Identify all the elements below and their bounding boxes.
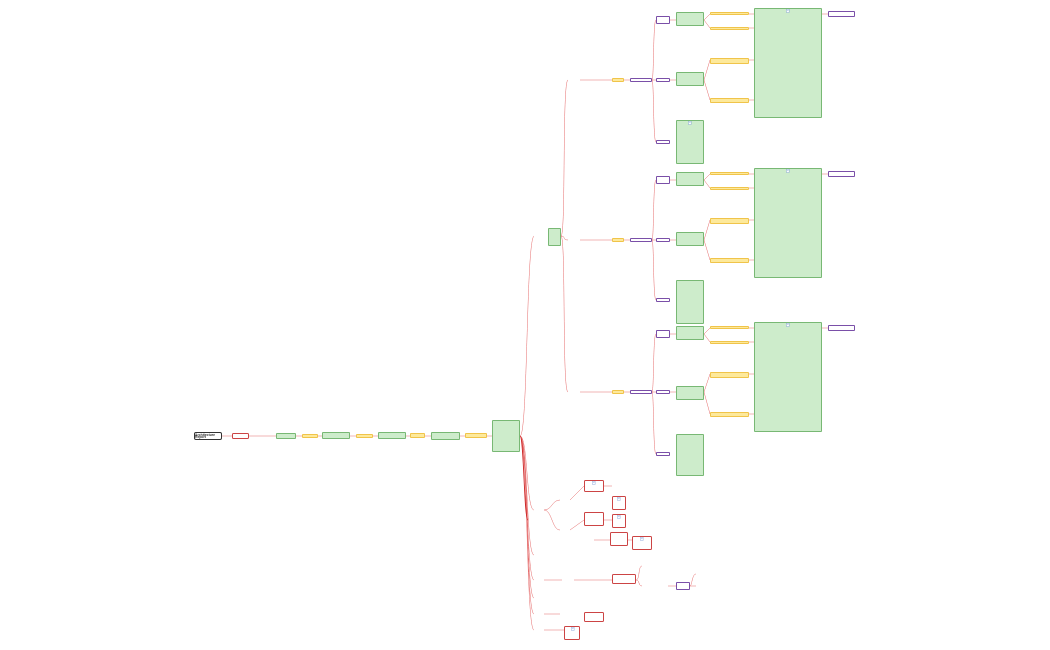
topic-node[interactable] <box>710 218 749 224</box>
topic-node[interactable] <box>828 171 855 177</box>
topic-node[interactable] <box>710 187 749 190</box>
topic-node[interactable] <box>710 58 749 64</box>
topic-node[interactable] <box>676 172 704 186</box>
topic-node[interactable] <box>612 496 626 510</box>
topic-node[interactable] <box>584 480 604 492</box>
topic-node[interactable] <box>710 372 749 378</box>
topic-node[interactable] <box>410 433 425 438</box>
topic-node[interactable] <box>676 280 704 324</box>
topic-node[interactable] <box>676 120 704 164</box>
topic-node[interactable] <box>276 433 296 439</box>
topic-node[interactable] <box>676 434 704 476</box>
topic-node[interactable] <box>612 514 626 528</box>
topic-node[interactable] <box>612 78 624 82</box>
topic-node[interactable] <box>828 325 855 331</box>
topic-node[interactable] <box>612 390 624 394</box>
topic-node[interactable] <box>656 140 670 144</box>
topic-node[interactable] <box>302 434 318 438</box>
document-icon <box>592 481 596 485</box>
root-topic[interactable]: Architecture Report <box>194 432 222 440</box>
topic-node[interactable] <box>656 176 670 184</box>
topic-node[interactable] <box>676 232 704 246</box>
topic-node[interactable] <box>322 432 350 439</box>
topic-node[interactable] <box>754 8 822 118</box>
topic-node[interactable] <box>584 512 604 526</box>
topic-node[interactable] <box>610 532 628 546</box>
topic-node[interactable] <box>656 390 670 394</box>
topic-node[interactable] <box>710 326 749 329</box>
topic-node[interactable] <box>754 322 822 432</box>
topic-node[interactable] <box>710 341 749 344</box>
topic-node[interactable] <box>676 582 690 590</box>
document-icon <box>786 323 790 327</box>
root-title: Architecture Report <box>195 432 215 439</box>
topic-node[interactable] <box>630 78 652 82</box>
topic-node[interactable] <box>676 326 704 340</box>
topic-node[interactable] <box>754 168 822 278</box>
topic-node[interactable] <box>656 452 670 456</box>
topic-node[interactable] <box>656 16 670 24</box>
topic-node[interactable] <box>630 238 652 242</box>
topic-node[interactable] <box>431 432 460 440</box>
topic-node[interactable] <box>656 78 670 82</box>
topic-node[interactable] <box>378 432 406 439</box>
topic-node[interactable] <box>676 12 704 26</box>
topic-node[interactable] <box>710 27 749 30</box>
topic-node[interactable] <box>630 390 652 394</box>
document-icon <box>571 627 575 631</box>
document-icon <box>688 121 692 125</box>
topic-node[interactable] <box>232 433 249 439</box>
topic-node[interactable] <box>564 626 580 640</box>
topic-node[interactable] <box>656 330 670 338</box>
document-icon <box>617 515 621 519</box>
topic-node[interactable] <box>656 298 670 302</box>
topic-node[interactable] <box>548 228 561 246</box>
topic-node[interactable] <box>710 258 749 263</box>
topic-node[interactable] <box>710 12 749 15</box>
topic-node[interactable] <box>710 98 749 103</box>
document-icon <box>786 9 790 13</box>
topic-node[interactable] <box>632 536 652 550</box>
topic-node[interactable] <box>584 612 604 622</box>
document-icon <box>786 169 790 173</box>
topic-node[interactable] <box>676 386 704 400</box>
topic-node[interactable] <box>676 72 704 86</box>
topic-node[interactable] <box>612 574 636 584</box>
topic-node[interactable] <box>710 412 749 417</box>
topic-node[interactable] <box>828 11 855 17</box>
topic-node[interactable] <box>356 434 373 438</box>
topic-node[interactable] <box>656 238 670 242</box>
topic-node[interactable] <box>465 433 487 438</box>
document-icon <box>617 497 621 501</box>
document-icon <box>640 537 644 541</box>
hub-node[interactable] <box>492 420 520 452</box>
topic-node[interactable] <box>710 172 749 175</box>
topic-node[interactable] <box>612 238 624 242</box>
